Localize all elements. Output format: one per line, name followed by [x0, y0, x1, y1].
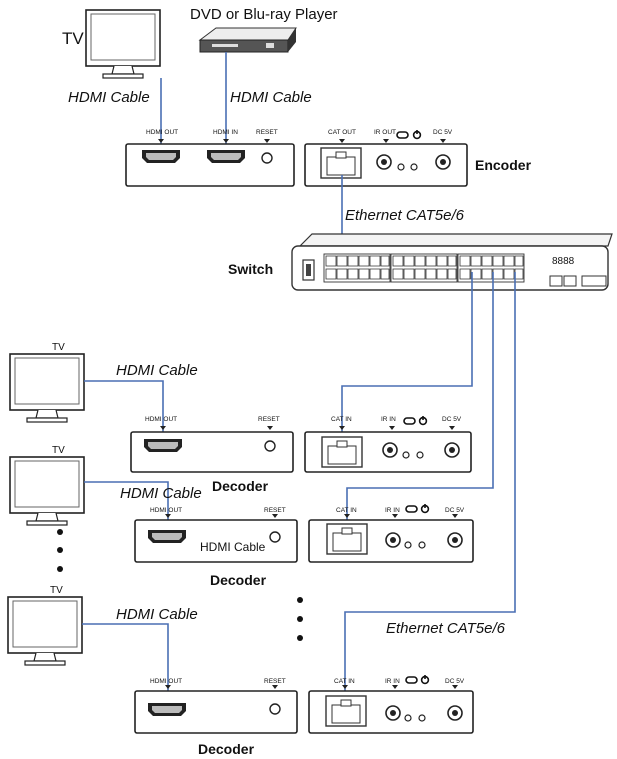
- ethernet-label-bottom: Ethernet CAT5e/6: [386, 620, 505, 637]
- switch-label: Switch: [228, 261, 274, 277]
- tv-1-label: TV: [52, 342, 65, 353]
- decoder-2-label: Decoder: [210, 572, 267, 588]
- hdmi-cable-label-top-right: HDMI Cable: [230, 89, 312, 106]
- tv-1-icon: [9, 353, 85, 423]
- decoder-3-hdmi-out-label: HDMI OUT: [150, 678, 183, 685]
- encoder-dc-label: DC 5V: [433, 129, 453, 136]
- hdmi-cable-label-top-left: HDMI Cable: [68, 89, 150, 106]
- hdmi-cable-label-2: HDMI Cable: [120, 485, 202, 502]
- decoder-2-box: [308, 504, 474, 563]
- dvd-player-icon: [198, 27, 297, 53]
- switch-badge: 8888: [552, 256, 575, 267]
- tv-top-label: TV: [62, 29, 84, 48]
- tv-2-label: TV: [52, 445, 65, 456]
- hdmi-cable-label-1: HDMI Cable: [116, 362, 198, 379]
- encoder-cat-out-label: CAT OUT: [328, 129, 356, 136]
- ethernet-cable-decoder-3: [344, 272, 516, 715]
- encoder-hdmi-out-port-label: HDMI OUT: [146, 129, 179, 136]
- decoder-2-ir-in-label: IR IN: [385, 507, 400, 514]
- decoder-2-hdmi-out-label: HDMI OUT: [150, 507, 183, 514]
- encoder-hdmi-in-port-label: HDMI IN: [213, 129, 238, 136]
- decoder-1-dc-label: DC 5V: [442, 416, 462, 423]
- decoder-1-box: [304, 416, 472, 473]
- decoder-2-dc-label: DC 5V: [445, 507, 465, 514]
- hdmi-cable-decoder-3: [82, 623, 169, 711]
- ethernet-label-top: Ethernet CAT5e/6: [345, 207, 464, 224]
- decoder-1-reset-label: RESET: [258, 416, 280, 423]
- decoder-3-reset-label: RESET: [264, 678, 286, 685]
- decoder-3-dc-label: DC 5V: [445, 678, 465, 685]
- hdmi-cable-decoder-1: [84, 380, 164, 448]
- decoder-2-cat-in-label: CAT IN: [336, 507, 357, 514]
- ethernet-cable-decoder-1: [341, 272, 473, 455]
- decoder-1-hdmi-out-label: HDMI OUT: [145, 416, 178, 423]
- decoder-3-box: [308, 675, 474, 734]
- decoder-2-hdmi-box: [134, 514, 298, 563]
- decoder-1-ir-in-label: IR IN: [381, 416, 396, 423]
- network-switch: [291, 233, 613, 291]
- more-tvs-dots: [57, 529, 63, 572]
- decoder-1-cat-in-label: CAT IN: [331, 416, 352, 423]
- decoder-1-hdmi-box: [130, 426, 294, 473]
- encoder-hdmi-box: [125, 139, 295, 187]
- encoder-reset-label: RESET: [256, 129, 278, 136]
- more-decoders-dots: [297, 597, 303, 641]
- decoder-3-cat-in-label: CAT IN: [334, 678, 355, 685]
- decoder-2-hdmi-cable-text: HDMI Cable: [200, 540, 266, 554]
- tv-top-icon: [85, 9, 161, 79]
- decoder-3-label: Decoder: [198, 741, 255, 757]
- decoder-3-hdmi-box: [134, 685, 298, 734]
- encoder-ir-out-label: IR OUT: [374, 129, 397, 136]
- hdmi-cable-label-3: HDMI Cable: [116, 606, 198, 623]
- tv-2-icon: [9, 456, 85, 526]
- encoder-label: Encoder: [475, 157, 532, 173]
- decoder-2-reset-label: RESET: [264, 507, 286, 514]
- dvd-player-label: DVD or Blu-ray Player: [190, 6, 338, 23]
- decoder-3-ir-in-label: IR IN: [385, 678, 400, 685]
- ethernet-cable-decoder-2: [346, 272, 494, 545]
- decoder-1-label: Decoder: [212, 478, 269, 494]
- encoder-box: [304, 130, 468, 187]
- tv-3-icon: [7, 596, 83, 666]
- tv-3-label: TV: [50, 585, 63, 596]
